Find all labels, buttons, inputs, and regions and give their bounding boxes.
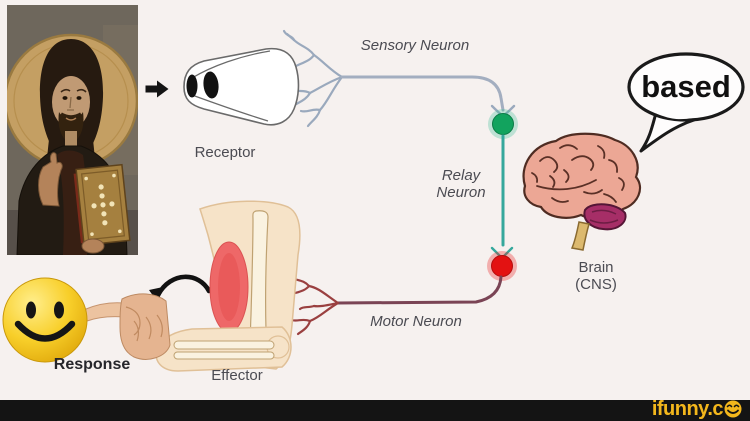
stimulus-arrow-icon xyxy=(145,80,169,98)
brain-icon xyxy=(522,132,641,251)
effector-arm-icon xyxy=(84,200,301,372)
smiley-face-icon xyxy=(2,277,88,363)
response-label: Response xyxy=(53,356,131,373)
sensory-dendrites-icon xyxy=(282,29,344,128)
watermark-bar xyxy=(0,400,750,421)
bicep-muscle-icon xyxy=(209,241,249,333)
sensory-neuron-label: Sensory Neuron xyxy=(360,37,470,54)
jesus-icon-image xyxy=(7,5,138,255)
brainstem-icon xyxy=(570,221,590,251)
brain-cns-label: Brain (CNS) xyxy=(575,259,617,293)
speech-bubble-text: based xyxy=(641,69,731,104)
relay-neuron-label: Relay Neuron xyxy=(436,167,486,201)
gospel-book-icon xyxy=(73,163,131,246)
effector-label: Effector xyxy=(211,367,263,384)
receptor-label: Receptor xyxy=(194,144,256,161)
speech-bubble xyxy=(627,52,745,153)
relay-synapse-dot xyxy=(488,109,518,139)
ifunny-logo-text: ifunny.c xyxy=(651,397,724,420)
forearm-bones-icon xyxy=(173,340,275,360)
motor-synapse-dot xyxy=(487,251,517,281)
sensory-axon-line xyxy=(340,75,505,112)
ifunny-smiley-icon xyxy=(724,400,742,418)
ifunny-logo: ifunny.c xyxy=(652,398,742,420)
pointing-hand-icon xyxy=(84,293,171,360)
cerebellum-icon xyxy=(583,203,627,231)
motor-neuron-label: Motor Neuron xyxy=(370,313,462,330)
rotation-arrow-icon xyxy=(149,274,212,303)
motor-axon-line xyxy=(336,275,503,305)
receptor-icon xyxy=(183,47,300,126)
